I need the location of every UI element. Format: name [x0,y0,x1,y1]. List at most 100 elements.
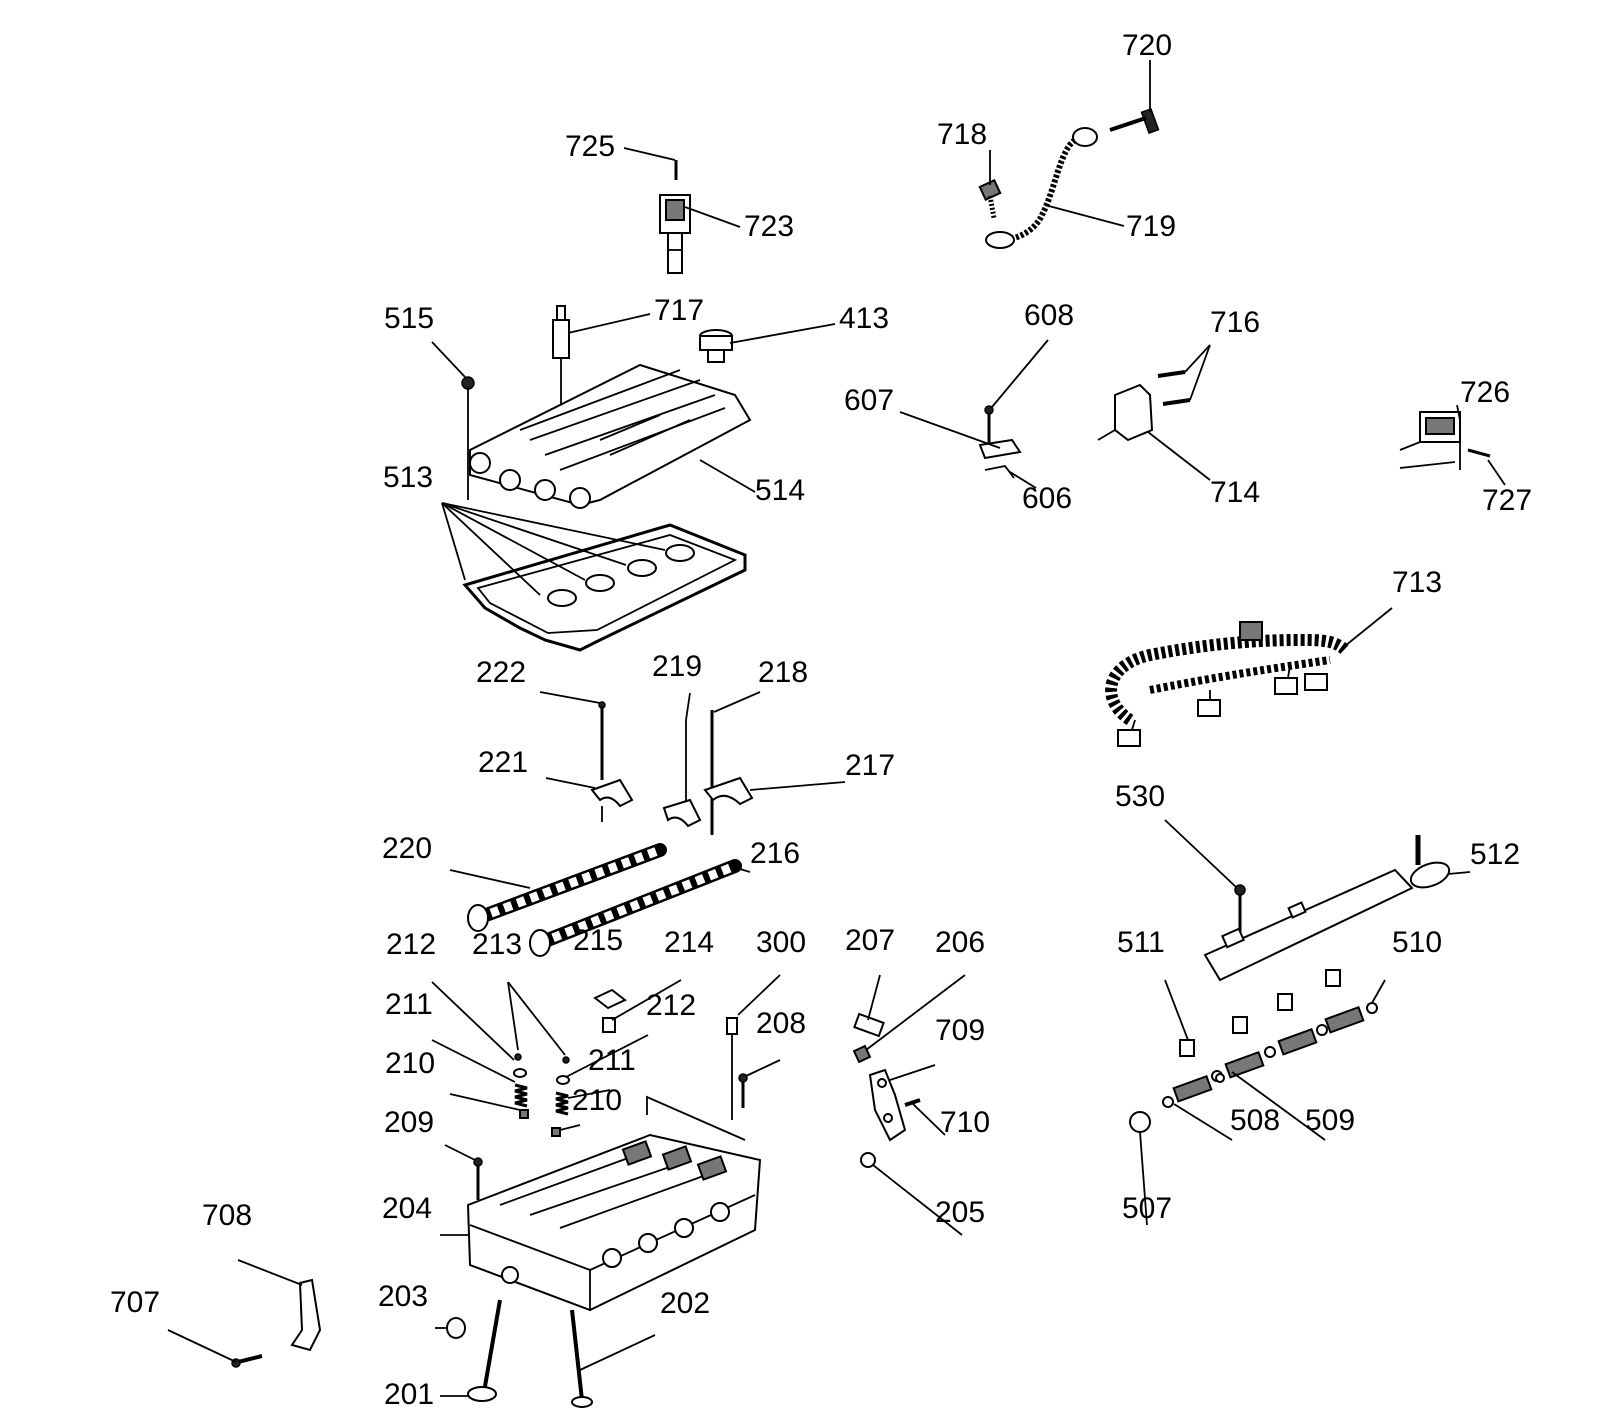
leader-202 [579,1334,656,1371]
part-201-intake-valve [467,1299,502,1402]
callout-413: 413 [839,302,889,335]
leader-723 [684,206,741,228]
leader-727 [1487,459,1506,486]
callout-509: 509 [1305,1104,1355,1137]
part-514-cam-cover [469,363,752,509]
part-530-bolt [1234,884,1246,935]
part-202-exhaust-valve [570,1309,593,1408]
callout-723: 723 [744,210,794,243]
part-515-bolt [461,376,475,500]
callout-508: 508 [1230,1104,1280,1137]
part-726-sensor [1399,411,1461,470]
callout-708: 708 [202,1199,252,1232]
leader-211a [431,1039,516,1083]
callout-219: 219 [652,650,702,683]
callout-204: 204 [382,1192,432,1225]
part-709-bracket [868,1068,907,1142]
callout-720: 720 [1122,29,1172,62]
callout-labels: 720 718 719 725 723 717 413 515 608 716 … [110,29,1532,1411]
callout-214: 214 [664,926,714,959]
leader-509 [1231,1071,1326,1141]
part-708-bracket [290,1278,322,1352]
leader-510 [1371,979,1386,1004]
callout-216: 216 [750,837,800,870]
leader-513e [441,502,666,551]
part-508-lower-seals [1162,1073,1225,1108]
part-203-plug [446,1317,466,1339]
leader-713 [1339,607,1393,651]
callout-300: 300 [756,926,806,959]
leader-218 [713,691,761,713]
part-212-retainers [513,1068,570,1085]
callout-607: 607 [844,384,894,417]
part-204-cylinder-head [466,1133,762,1312]
callout-208: 208 [756,1007,806,1040]
part-608-bolt [984,405,994,445]
callout-222: 222 [476,656,526,689]
leader-719 [1044,204,1125,227]
leader-212a [431,981,515,1061]
part-723-ignition-coil [659,194,691,274]
leader-head-bracket [646,1095,746,1141]
callout-215: 215 [573,924,623,957]
part-210-seals [519,1109,561,1137]
callout-725: 725 [565,130,615,163]
leader-608 [991,339,1049,408]
leader-208 [745,1059,781,1077]
part-714-heat-shield [1097,383,1154,442]
part-206-seal [852,1044,872,1064]
callout-606: 606 [1022,482,1072,515]
callout-515: 515 [384,302,434,335]
leader-710 [911,1102,946,1136]
part-512-fuel-rail [1203,835,1451,982]
leader-217 [749,781,846,791]
leader-511 [1164,979,1189,1041]
callout-717: 717 [654,294,704,327]
part-205-plug [860,1152,876,1168]
callout-726: 726 [1460,376,1510,409]
part-509-fuel-injectors [1172,1005,1365,1103]
leader-513c [441,502,586,581]
leader-513a [441,502,466,581]
callout-201: 201 [384,1378,434,1411]
callout-530: 530 [1115,780,1165,813]
part-220-camshaft [467,843,667,932]
callout-513: 513 [383,461,433,494]
callout-719: 719 [1126,210,1176,243]
callout-212-upper: 212 [386,928,436,961]
callout-213: 213 [472,928,522,961]
part-221-bearing-cap [590,778,634,822]
callout-210-upper: 210 [385,1047,435,1080]
callout-718: 718 [937,118,987,151]
callout-713: 713 [1392,566,1442,599]
part-716-studs [1157,370,1191,406]
callout-608: 608 [1024,299,1074,332]
leader-213a [507,981,519,1051]
leader-530 [1164,819,1237,888]
part-707-bolt [231,1354,263,1368]
part-513-gasket [462,523,747,652]
leader-219 [685,692,691,721]
leader-714 [1147,431,1211,481]
leader-221 [545,777,596,789]
part-717-spark-plug [552,305,570,410]
leader-606 [1009,471,1037,489]
callout-709: 709 [935,1014,985,1047]
leader-213b [507,981,566,1056]
part-413-oil-cap [699,329,733,363]
leader-222 [539,691,601,704]
callout-218: 218 [758,656,808,689]
leader-209 [444,1144,476,1161]
callout-211-upper: 211 [385,988,433,1021]
part-222-bolt [598,701,606,780]
callout-220: 220 [382,832,432,865]
part-300-stud [726,1017,738,1120]
part-507-plug [1129,1111,1151,1133]
callout-514: 514 [755,474,805,507]
leader-lines [167,60,1506,1397]
leader-210b [559,1124,581,1131]
part-208-bolt [738,1073,748,1108]
leader-508 [1173,1103,1233,1141]
